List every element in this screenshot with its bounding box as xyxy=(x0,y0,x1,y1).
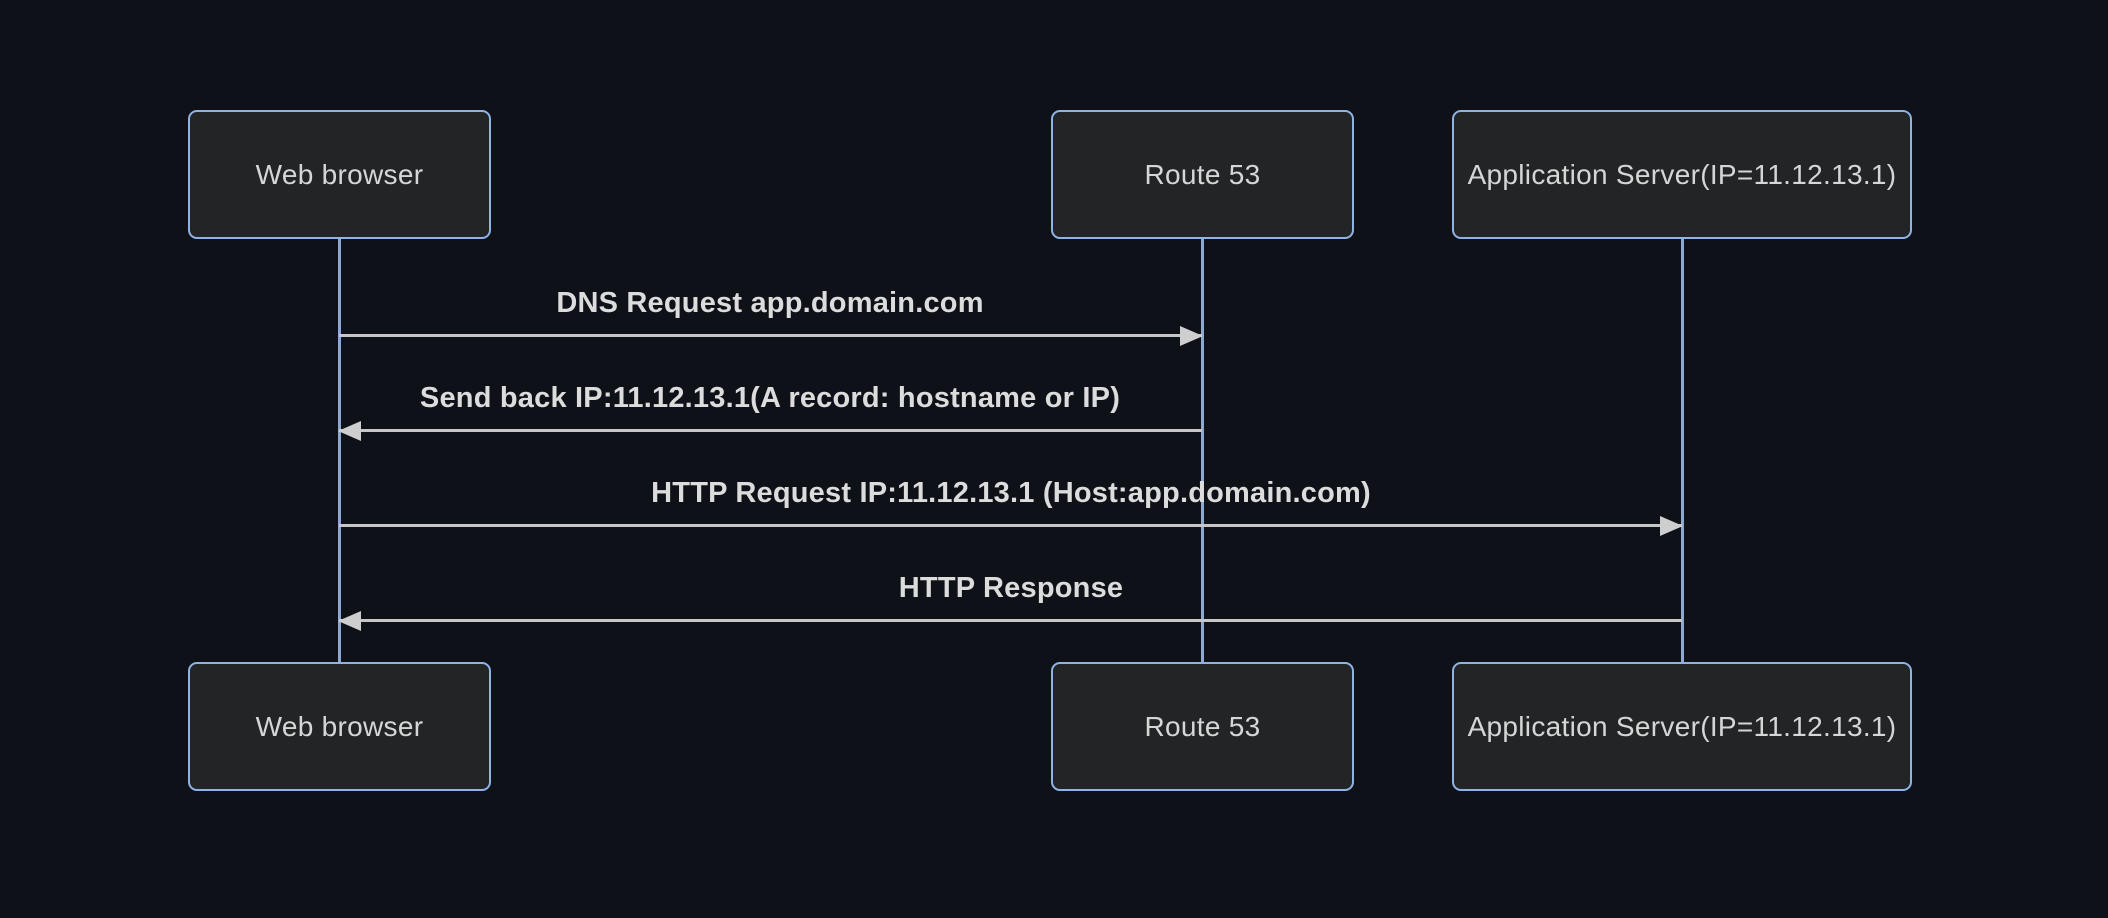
lifeline-app-server xyxy=(1681,239,1684,662)
message-arrow-dns-request xyxy=(339,325,1203,346)
arrowhead-left-icon xyxy=(338,610,361,631)
arrowhead-left-icon xyxy=(338,420,361,441)
lifeline-web-browser xyxy=(338,239,341,662)
actor-label: Web browser xyxy=(255,158,424,190)
actor-box-web-browser-bottom: Web browser xyxy=(188,662,491,791)
message-arrow-send-back-ip xyxy=(338,420,1202,441)
message-label-dns-request: DNS Request app.domain.com xyxy=(556,287,984,319)
actor-box-route-53-top: Route 53 xyxy=(1051,110,1354,239)
arrowhead-right-icon xyxy=(1180,325,1203,346)
message-arrow-http-response xyxy=(338,610,1682,631)
actor-box-route-53-bottom: Route 53 xyxy=(1051,662,1354,791)
actor-box-app-server-top: Application Server(IP=11.12.13.1) xyxy=(1452,110,1912,239)
actor-label: Web browser xyxy=(255,710,424,742)
message-label-http-response: HTTP Response xyxy=(898,572,1124,604)
actor-label: Application Server(IP=11.12.13.1) xyxy=(1467,710,1897,742)
message-arrow-http-request xyxy=(339,515,1683,536)
arrowhead-right-icon xyxy=(1660,515,1683,536)
lifeline-route-53 xyxy=(1201,239,1204,662)
message-label-http-request: HTTP Request IP:11.12.13.1 (Host:app.dom… xyxy=(651,477,1371,509)
message-label-send-back-ip: Send back IP:11.12.13.1(A record: hostna… xyxy=(419,382,1121,414)
actor-box-web-browser-top: Web browser xyxy=(188,110,491,239)
actor-box-app-server-bottom: Application Server(IP=11.12.13.1) xyxy=(1452,662,1912,791)
actor-label: Application Server(IP=11.12.13.1) xyxy=(1467,158,1897,190)
actor-label: Route 53 xyxy=(1144,710,1261,742)
actor-label: Route 53 xyxy=(1144,158,1261,190)
